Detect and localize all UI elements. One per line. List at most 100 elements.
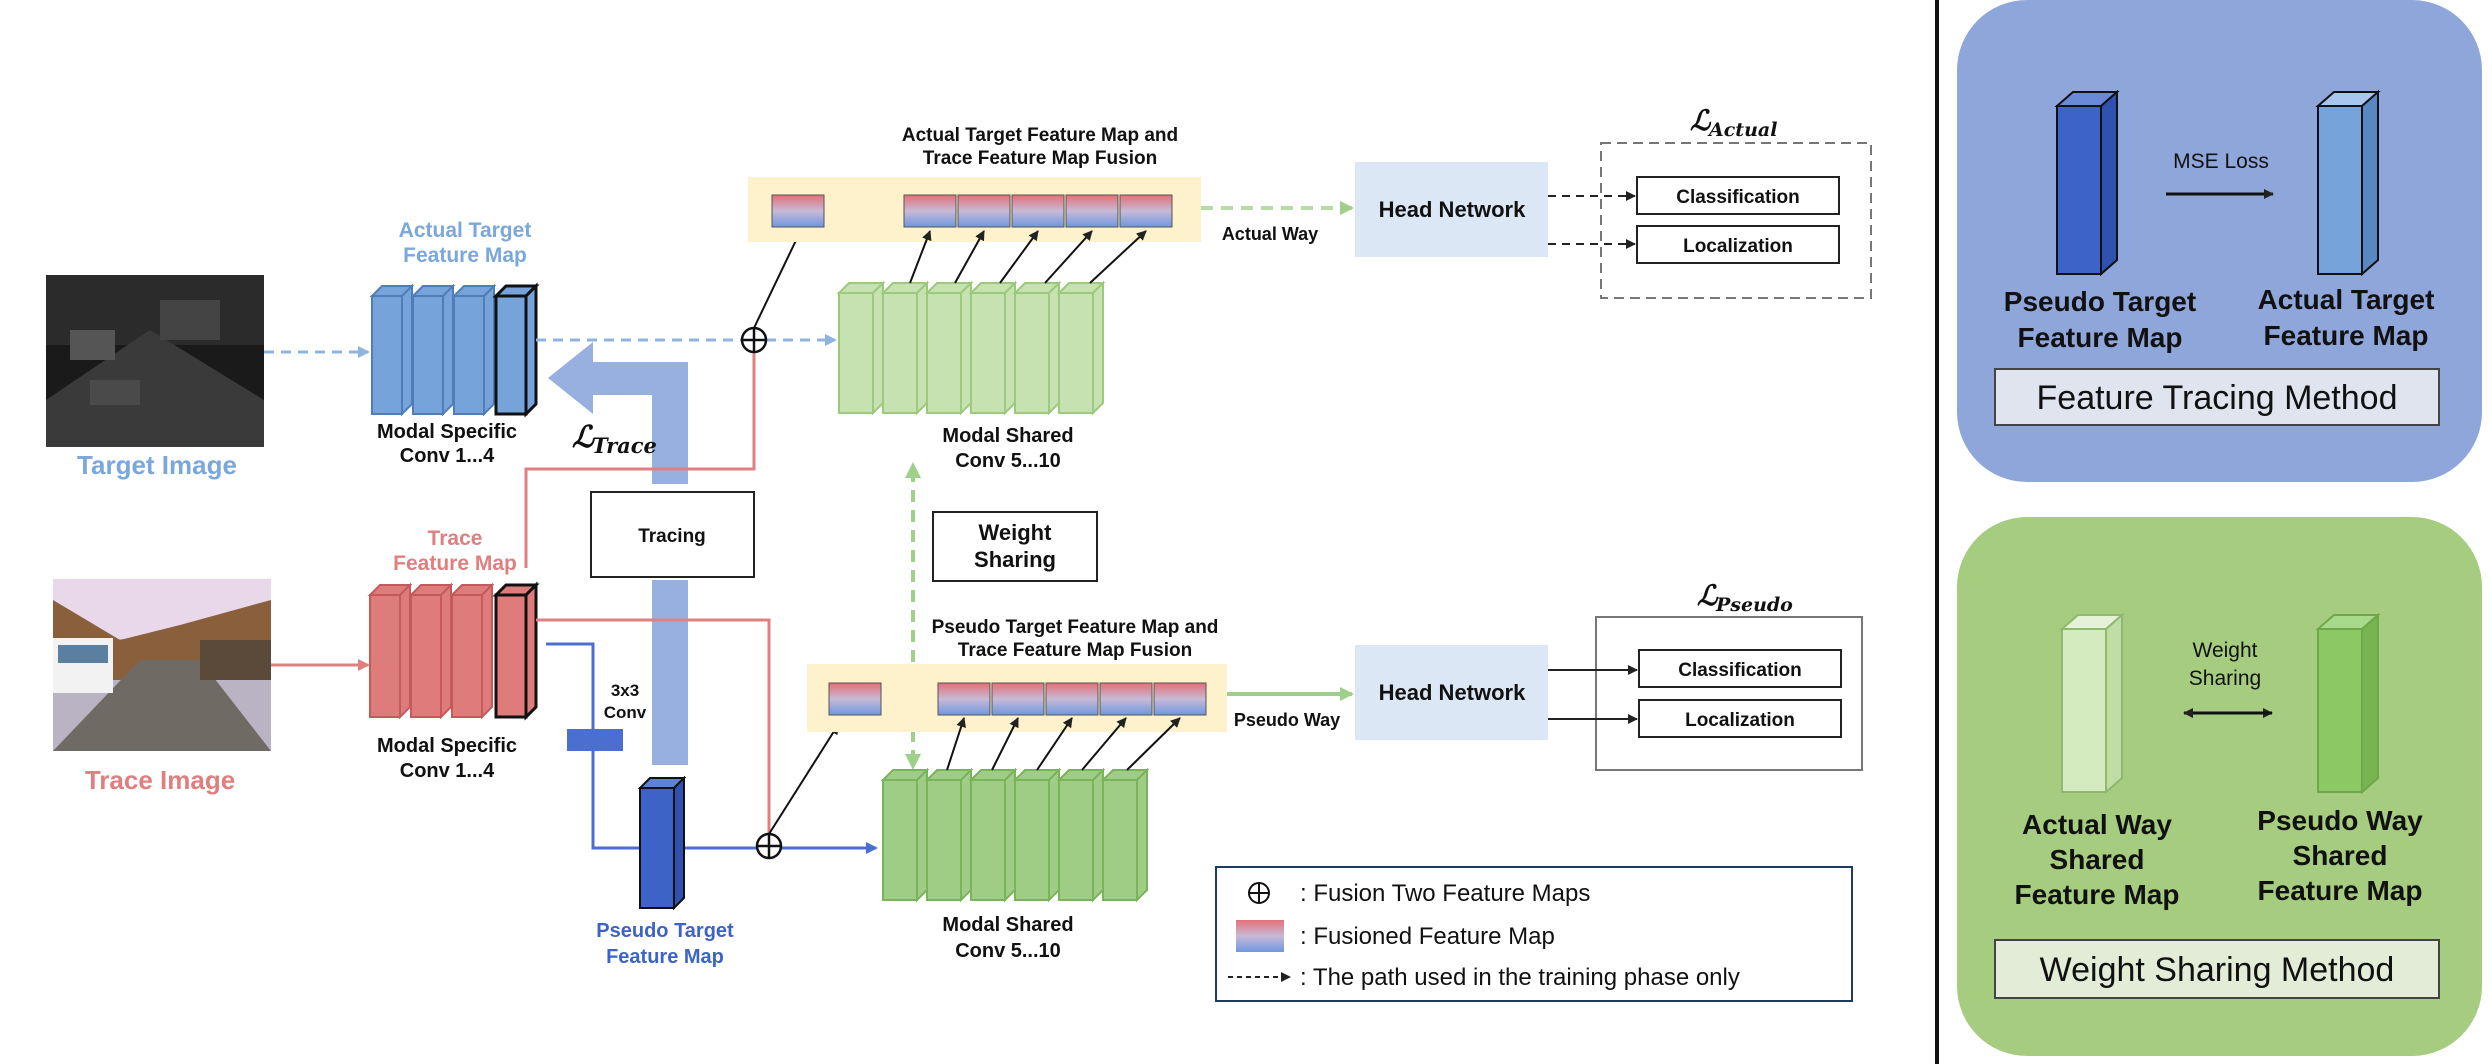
weight-sharing-label-1: Weight [979,520,1053,545]
top-fusion-symbol [740,326,768,354]
panel-pseudo-way-label-2: Shared [2293,840,2388,871]
top-head-network [1355,162,1548,257]
bottom-localization-box [1638,699,1842,738]
bottom-head-network [1355,645,1548,740]
top-modal-shared-conv [836,280,1106,416]
top-head-network-label: Head Network [1379,197,1526,222]
panel-pseudo-label-2: Feature Map [2018,322,2183,353]
bottom-classification-box [1638,649,1842,688]
mse-loss-label: MSE Loss [2173,150,2269,173]
conv3-path-line [546,642,595,733]
trace-loss-symbol: ℒ [572,420,595,455]
bottom-fusion-title-1: Pseudo Target Feature Map and [932,617,1219,638]
top-fused-maps [771,194,1173,228]
pseudo-target-feature-block [637,775,687,911]
panel-actual-way-label-3: Feature Map [2015,879,2180,910]
legend-item-path: : The path used in the training phase on… [1300,964,1740,991]
top-loss-box [1600,142,1872,299]
actual-way-label: Actual Way [1222,224,1318,244]
panel-weight-sharing-label-2: Sharing [2189,667,2261,690]
pseudo-target-label-2: Feature Map [606,946,724,968]
top-fusion-title-2: Trace Feature Map Fusion [923,148,1157,169]
tracing-label: Tracing [638,526,706,547]
bottom-head-network-label: Head Network [1379,680,1526,705]
panel-pseudo-way-label-1: Pseudo Way [2257,805,2423,836]
legend-fusion-icon [1248,882,1270,904]
bottom-shared-label-1: Modal Shared [942,914,1073,936]
top-conv-label-2: Conv 1...4 [400,445,495,467]
target-image-label: Target Image [77,450,237,480]
trace-image-label: Trace Image [85,765,235,795]
bottom-conv-label-2: Conv 1...4 [400,760,495,782]
trace-to-bottom-fusion-line [536,618,771,834]
actual-target-feature-label-2: Feature Map [403,244,527,267]
bottom-fused-maps [828,682,1207,716]
bottom-loss-box [1595,616,1863,771]
weight-sharing-down-arrowhead [905,754,921,770]
top-classification-label: Classification [1676,187,1800,208]
trace-feature-label-2: Feature Map [393,552,517,575]
top-modal-specific-conv [369,282,540,418]
bottom-shared-to-fused-lines [946,717,1181,771]
legend-item-fused: : Fusioned Feature Map [1300,923,1555,950]
conv3-box [567,729,623,751]
bottom-fusion-to-map-line [768,724,839,835]
conv3-label-2: Conv [604,703,647,722]
bottom-classification-label: Classification [1678,660,1802,681]
trace-loss-subscript: Trace [592,433,657,458]
panel-pseudo-target-block [2054,89,2120,277]
weight-sharing-label-2: Sharing [974,547,1056,572]
top-localization-box [1636,225,1840,264]
top-conv-label-1: Modal Specific [377,421,517,443]
panel-pseudo-way-block [2315,612,2381,795]
legend-item-fusion: : Fusion Two Feature Maps [1300,880,1590,907]
bottom-fusion-title-2: Trace Feature Map Fusion [958,640,1192,661]
legend-box [1215,866,1853,1002]
pseudo-loss-symbol: ℒ [1697,579,1719,612]
bottom-shared-label-2: Conv 5...10 [955,940,1061,962]
bottom-modal-specific-conv [367,581,540,721]
trace-to-top-fusion-line [524,352,756,568]
top-classification-box [1636,176,1840,215]
panel-pseudo-label-1: Pseudo Target [2004,286,2196,317]
panel-weight-sharing-label-1: Weight [2193,639,2258,662]
panel-actual-way-block [2059,612,2125,795]
weight-sharing-title: Weight Sharing Method [2040,951,2395,989]
top-shared-label-2: Conv 5...10 [955,450,1061,472]
top-localization-label: Localization [1683,236,1793,257]
panel-actual-label-2: Feature Map [2264,320,2429,351]
target-image [46,275,264,447]
top-fusion-title-1: Actual Target Feature Map and [902,125,1178,146]
feature-tracing-title: Feature Tracing Method [2037,379,2398,417]
top-shared-label-1: Modal Shared [942,425,1073,447]
pseudo-target-label-1: Pseudo Target [596,920,734,942]
actual-loss-symbol: ℒ [1690,104,1712,137]
bottom-modal-shared-conv [880,767,1150,903]
actual-loss-subscript: Actual [1707,119,1777,141]
top-fusion-to-map-line [753,231,801,329]
feature-tracing-title-box [1994,368,2440,426]
panel-actual-way-label-1: Actual Way [2022,809,2172,840]
panel-pseudo-way-label-3: Feature Map [2258,875,2423,906]
bottom-fusion-symbol [755,832,783,860]
panel-actual-label-1: Actual Target [2258,284,2435,315]
bottom-conv-label-1: Modal Specific [377,735,517,757]
weight-sharing-up-arrowhead [905,462,921,478]
weight-sharing-box [932,511,1098,582]
pseudo-loss-subscript: Pseudo [1715,594,1793,616]
trace-feature-label-1: Trace [428,527,483,550]
top-shared-to-fused-lines [909,230,1147,284]
actual-target-feature-label-1: Actual Target [399,219,532,242]
panel-actual-target-block [2315,89,2381,277]
weight-sharing-title-box [1994,939,2440,999]
trace-image [53,579,271,751]
tracing-box [590,491,755,578]
legend-fused-icon [1236,920,1284,952]
conv3-label-1: 3x3 [611,681,639,700]
tracing-bar [652,580,688,765]
conv3-to-pseudo-line [591,743,642,850]
pseudo-way-label: Pseudo Way [1234,710,1340,730]
trace-loss-arrow [548,342,688,484]
panel-actual-way-label-2: Shared [2050,844,2145,875]
